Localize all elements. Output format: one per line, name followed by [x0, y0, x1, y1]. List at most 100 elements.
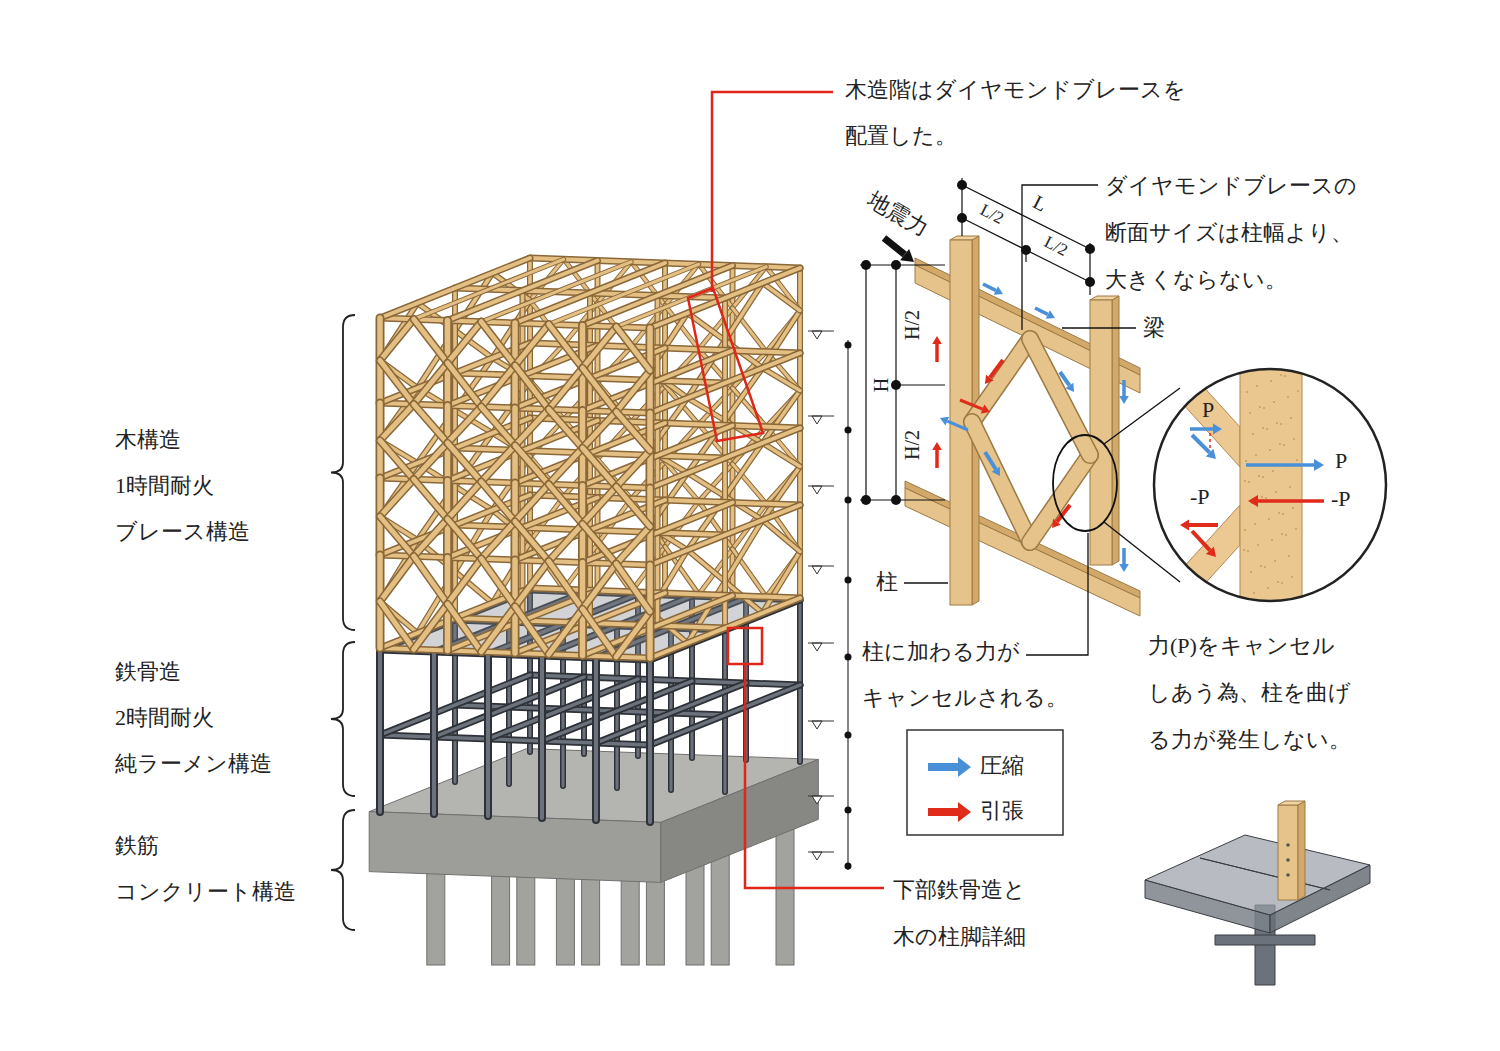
- diamond-brace: [414, 443, 448, 479]
- dimension-label: L: [1030, 191, 1050, 214]
- wood-grain: [1292, 507, 1294, 509]
- dimension-dot: [845, 807, 852, 814]
- diamond-brace: [448, 519, 482, 559]
- level-marker: [808, 796, 834, 797]
- wood-grain: [1247, 550, 1249, 552]
- wood-grain: [1284, 375, 1286, 377]
- diamond-brace: [549, 448, 583, 484]
- note-text: 下部鉄骨造と 木の柱脚詳細: [893, 866, 1033, 960]
- wood-beam: [650, 505, 800, 565]
- force-arrow: [1192, 531, 1210, 550]
- wood-grain: [1244, 529, 1246, 531]
- force-arrow: [990, 360, 1003, 378]
- diamond-brace: [481, 522, 515, 559]
- diamond-brace: [583, 327, 617, 368]
- wood-grain: [1293, 438, 1295, 440]
- diamond-brace: [688, 550, 726, 582]
- diamond-brace: [380, 602, 414, 650]
- diamond-brace: [448, 322, 482, 363]
- wood-column: [722, 383, 728, 458]
- level-marker: [808, 852, 834, 853]
- wood-grain: [1255, 454, 1257, 456]
- diamond-brace: [448, 559, 482, 604]
- leader-line: [712, 92, 833, 292]
- diamond-brace: [414, 479, 448, 519]
- diamond-brace: [515, 409, 549, 445]
- extension-line: [1025, 250, 1026, 262]
- diamond-brace: [414, 404, 448, 443]
- wood-grain: [1259, 406, 1261, 408]
- diamond-brace: [481, 366, 515, 407]
- dimension-label: 地震力: [864, 188, 932, 240]
- wood-grain: [1270, 380, 1272, 382]
- note-text: ダイヤモンドブレースの 断面サイズは柱幅より、 大きくならない。: [1105, 162, 1355, 303]
- level-marker: [812, 721, 822, 729]
- diamond-brace: [616, 327, 650, 371]
- wood-grain: [1269, 449, 1271, 451]
- wood-grain: [1244, 480, 1246, 482]
- wood-grain: [1290, 417, 1292, 419]
- steel-column: [540, 656, 544, 818]
- level-marker: [812, 416, 822, 424]
- force-arrow: [935, 450, 939, 468]
- wood-grain: [1264, 566, 1266, 568]
- diamond-brace: [481, 322, 515, 366]
- diamond-brace: [414, 556, 448, 604]
- steel-column: [430, 652, 438, 814]
- wood-grain: [1253, 592, 1255, 594]
- extension-line: [860, 264, 945, 265]
- wood-grain: [1282, 513, 1284, 515]
- wood-grain: [1260, 565, 1262, 567]
- diamond-brace: [380, 319, 414, 360]
- diamond-brace: [616, 451, 650, 487]
- diamond-brace: [481, 407, 515, 446]
- level-marker: [808, 566, 834, 567]
- steel-member: [1215, 935, 1315, 945]
- base-detail: [1145, 801, 1370, 985]
- wood-grain: [1250, 571, 1252, 573]
- leader-line: [1026, 533, 1088, 655]
- diamond-brace: [616, 451, 650, 487]
- diamond-brace: [616, 412, 650, 451]
- diamond-brace: [616, 412, 650, 451]
- wood-column: [588, 530, 592, 623]
- steel-column: [432, 652, 436, 814]
- legend-swatch: [928, 802, 971, 822]
- level-marker: [812, 566, 822, 574]
- level-marker: [808, 486, 834, 487]
- diamond-brace: [515, 607, 549, 655]
- diamond-brace: [414, 479, 448, 519]
- wood-grain: [1295, 528, 1297, 530]
- wood-column: [722, 458, 728, 535]
- force-arrow: [1189, 523, 1218, 527]
- wood-grain: [1263, 407, 1265, 409]
- force-arrow: [1192, 435, 1210, 453]
- steel-column: [799, 600, 802, 762]
- dimension-line: [865, 265, 866, 500]
- diamond-brace: [549, 368, 583, 409]
- diamond-brace: [763, 443, 801, 467]
- arrow-head: [1248, 495, 1258, 507]
- column: [1112, 296, 1119, 565]
- force-arrow: [1246, 463, 1314, 467]
- callouts: [688, 92, 884, 888]
- note-text: 力(P)をキャンセル しあう為、柱を曲げ る力が発生しない。: [1148, 622, 1358, 763]
- dimension-dot: [891, 495, 901, 505]
- wood-grain: [1246, 391, 1248, 393]
- diamond-brace: [481, 482, 515, 522]
- level-marker: [812, 643, 822, 651]
- diamond-brace: [616, 371, 650, 412]
- steel-beam: [650, 685, 800, 745]
- dimension-dot: [845, 427, 852, 434]
- note-text: 柱に加わる力が キャンセルされる。: [862, 629, 1072, 721]
- diamond-brace: [583, 448, 617, 487]
- diamond-brace: [414, 519, 448, 556]
- dimension-label: H/2: [902, 430, 922, 460]
- steel-slab: [1145, 835, 1370, 915]
- wood-grain: [1243, 549, 1245, 551]
- wood-grain: [1258, 475, 1260, 477]
- force-arrow: [1122, 380, 1126, 396]
- diamond-brace: [583, 412, 617, 448]
- note-text: 鉄骨造 2時間耐火 純ラーメン構造: [115, 649, 277, 787]
